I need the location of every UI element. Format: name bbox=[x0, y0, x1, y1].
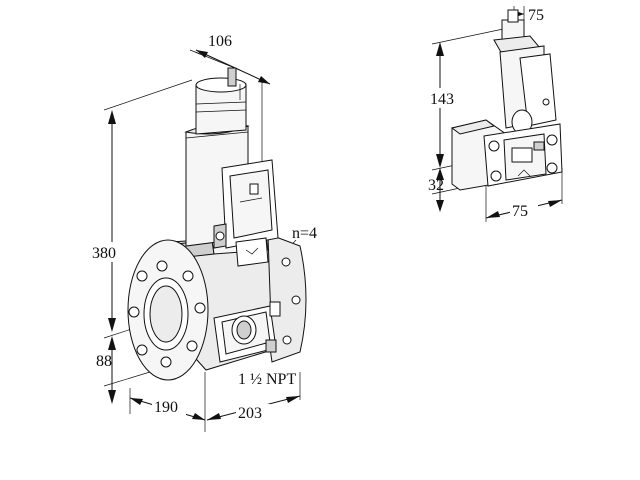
actuator-cylinder bbox=[195, 67, 247, 135]
side-actuator bbox=[493, 9, 557, 135]
label-106: 106 bbox=[208, 33, 232, 50]
dimension-bottom-75: 75 bbox=[485, 168, 563, 222]
indicator-box bbox=[235, 237, 269, 267]
side-valve-view: 75 143 32 75 bbox=[428, 6, 563, 222]
npt-port-block bbox=[213, 301, 281, 363]
label-top-75: 75 bbox=[528, 7, 544, 24]
dimension-height-143: 143 bbox=[428, 27, 509, 168]
label-bolt-count: n=4 bbox=[292, 225, 317, 242]
label-thread-size: 1 ½ NPT bbox=[238, 371, 296, 388]
front-flange bbox=[127, 239, 209, 381]
label-203: 203 bbox=[238, 405, 262, 422]
dimension-height-88: 88 bbox=[96, 336, 151, 404]
label-380: 380 bbox=[92, 245, 116, 262]
rear-flange bbox=[265, 233, 307, 363]
dimension-length-203: 203 bbox=[206, 372, 301, 422]
flange-bolt-holes bbox=[128, 260, 206, 368]
terminal-box bbox=[213, 159, 279, 249]
dimension-depth-190: 190 bbox=[129, 372, 206, 432]
label-bottom-75: 75 bbox=[512, 203, 528, 220]
label-143: 143 bbox=[430, 91, 454, 108]
label-190: 190 bbox=[154, 399, 178, 416]
side-lower-body bbox=[483, 123, 563, 187]
dimension-width-106: 106 bbox=[189, 33, 271, 178]
label-88: 88 bbox=[96, 353, 112, 370]
main-valve-view: 380 88 106 190 bbox=[88, 33, 317, 432]
dimension-height-32: 32 bbox=[428, 163, 489, 212]
label-32: 32 bbox=[428, 177, 444, 194]
